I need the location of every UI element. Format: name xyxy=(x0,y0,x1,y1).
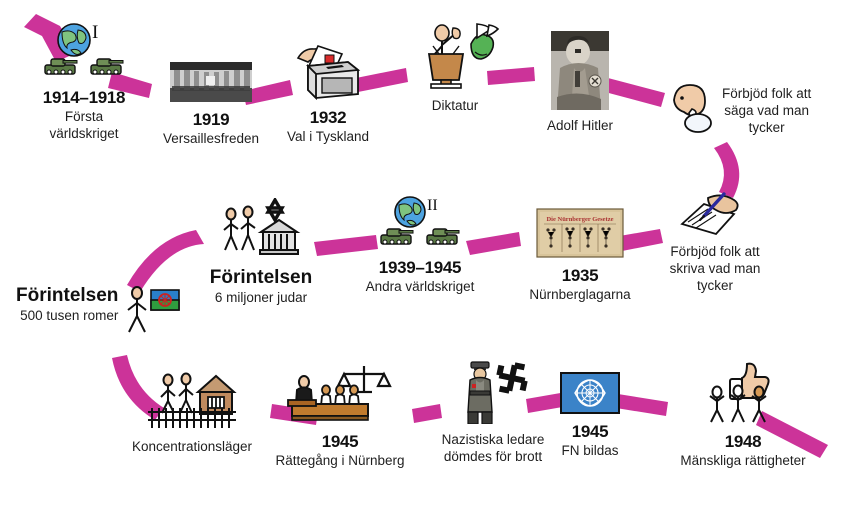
node-holocaust-roma: Förintelsen 500 tusen romer xyxy=(16,285,192,343)
node-caption: 500 tusen romer xyxy=(20,307,119,323)
node-date: 1948 xyxy=(724,432,762,451)
thumbs-up-people-icon xyxy=(705,362,781,429)
svg-text:II: II xyxy=(427,197,438,214)
roma-text-block: Förintelsen 500 tusen romer xyxy=(16,285,119,324)
node-caption: Första världskriget xyxy=(49,109,119,141)
writing-hand-icon xyxy=(678,192,752,241)
speaker-podium-crowd-icon xyxy=(409,22,501,95)
node-caption: Mänskliga rättigheter xyxy=(680,453,806,469)
svg-text:I: I xyxy=(92,22,98,43)
node-holocaust-jews: Förintelsen 6 miljoner judar xyxy=(202,196,320,306)
node-caption: Rättegång i Nürnberg xyxy=(275,453,405,469)
globe-with-tanks-icon: I xyxy=(38,22,130,85)
node-election: 1932 Val i Tyskland xyxy=(272,36,384,146)
node-caption: Versaillesfreden xyxy=(162,131,260,147)
nazi-officer-swastika-icon xyxy=(450,360,536,429)
node-date: 1932 xyxy=(309,108,347,127)
node-label: Diktatur xyxy=(431,98,479,113)
node-date: 1935 xyxy=(561,266,599,285)
node-caption: FN bildas xyxy=(561,443,619,459)
node-versailles: 1919 Versaillesfreden xyxy=(152,62,270,148)
node-human-rights: 1948 Mänskliga rättigheter xyxy=(650,362,836,470)
svg-text:Die Nürnberger Gesetze: Die Nürnberger Gesetze xyxy=(546,216,613,223)
node-caption: Nürnberglagarna xyxy=(529,287,631,303)
node-label: Förbjöd folk att säga vad man tycker xyxy=(722,86,812,135)
node-banned-writing: Förbjöd folk att skriva vad man tycker xyxy=(654,192,776,295)
united-nations-flag-icon xyxy=(560,372,620,419)
courtroom-scales-icon xyxy=(286,362,394,429)
arrow-speech-to-writing xyxy=(714,142,740,198)
node-caption: Val i Tyskland xyxy=(286,129,370,145)
node-convicted: Nazistiska ledare dömdes för brott xyxy=(428,360,558,466)
node-banned-speech: Förbjöd folk att säga vad man tycker xyxy=(668,82,844,141)
node-caption: Andra världskriget xyxy=(365,279,475,295)
node-date: 1939–1945 xyxy=(378,258,462,277)
node-wwi: I xyxy=(28,22,140,142)
node-label: Förbjöd folk att skriva vad man tycker xyxy=(669,244,761,293)
node-title: Förintelsen xyxy=(209,267,313,288)
globe-with-tanks-icon: II xyxy=(374,196,466,255)
speaking-head-icon xyxy=(668,82,716,141)
node-label: Nazistiska ledare dömdes för brott xyxy=(441,432,545,464)
node-date: 1945 xyxy=(571,422,609,441)
concentration-camp-icon xyxy=(144,368,240,435)
node-camps: Koncentrationsläger xyxy=(118,368,266,456)
node-date: 1945 xyxy=(321,432,359,451)
node-date: 1914–1918 xyxy=(42,88,126,107)
node-label: Koncentrationsläger xyxy=(131,439,253,454)
node-title: Förintelsen xyxy=(16,285,119,306)
node-wwii: II xyxy=(360,196,480,296)
node-caption: 6 miljoner judar xyxy=(214,289,308,305)
node-hitler: Adolf Hitler xyxy=(530,31,630,135)
hall-of-mirrors-photo xyxy=(170,62,252,107)
adolf-hitler-photo xyxy=(551,31,609,115)
roma-person-flag-icon xyxy=(124,282,182,343)
ballot-box-icon xyxy=(292,36,364,105)
node-label: Adolf Hitler xyxy=(546,118,614,133)
node-trial: 1945 Rättegång i Nürnberg xyxy=(270,362,410,470)
jewish-people-synagogue-icon xyxy=(217,196,305,265)
node-dictatorship: Diktatur xyxy=(406,22,504,115)
node-date: 1919 xyxy=(192,110,230,129)
node-nuremberg-laws: Die Nürnberger Gesetze xyxy=(521,208,639,304)
node-un: 1945 FN bildas xyxy=(545,372,635,460)
nuremberg-laws-chart: Die Nürnberger Gesetze xyxy=(536,208,624,263)
